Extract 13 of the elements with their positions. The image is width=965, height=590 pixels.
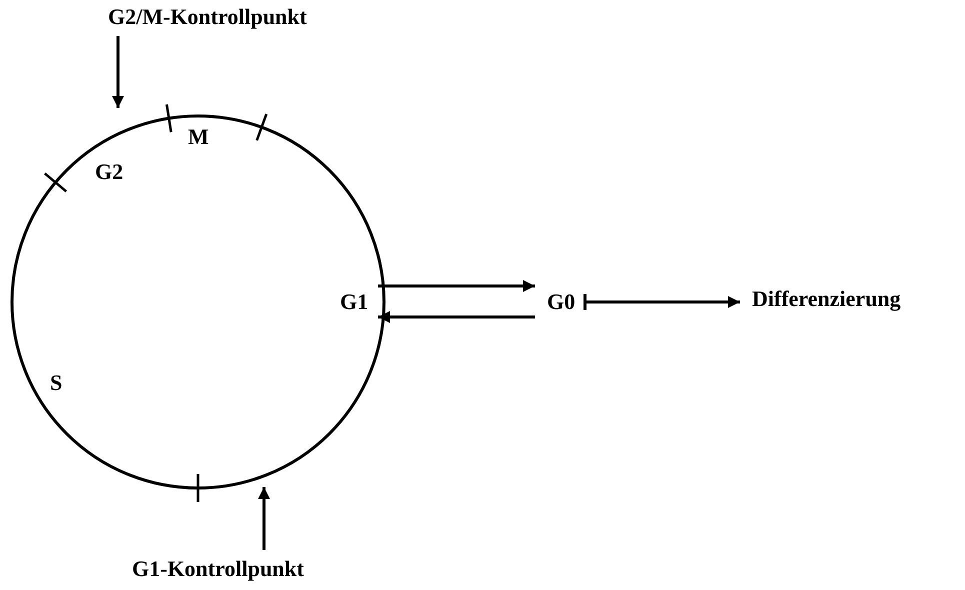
arrow	[585, 296, 740, 308]
node-label: G1	[340, 289, 368, 315]
node-label: G0	[547, 289, 576, 315]
node-label: G1-Kontrollpunkt	[132, 556, 304, 582]
phase-label: G2	[95, 159, 124, 185]
arrow	[378, 280, 535, 292]
node-label: Differenzierung	[752, 286, 901, 312]
node-label: G2/M-Kontrollpunkt	[108, 4, 307, 30]
phase-label: M	[188, 124, 209, 150]
phase-label: S	[50, 370, 62, 396]
arrow	[258, 487, 270, 550]
arrow	[112, 36, 124, 108]
arrow	[378, 311, 535, 323]
